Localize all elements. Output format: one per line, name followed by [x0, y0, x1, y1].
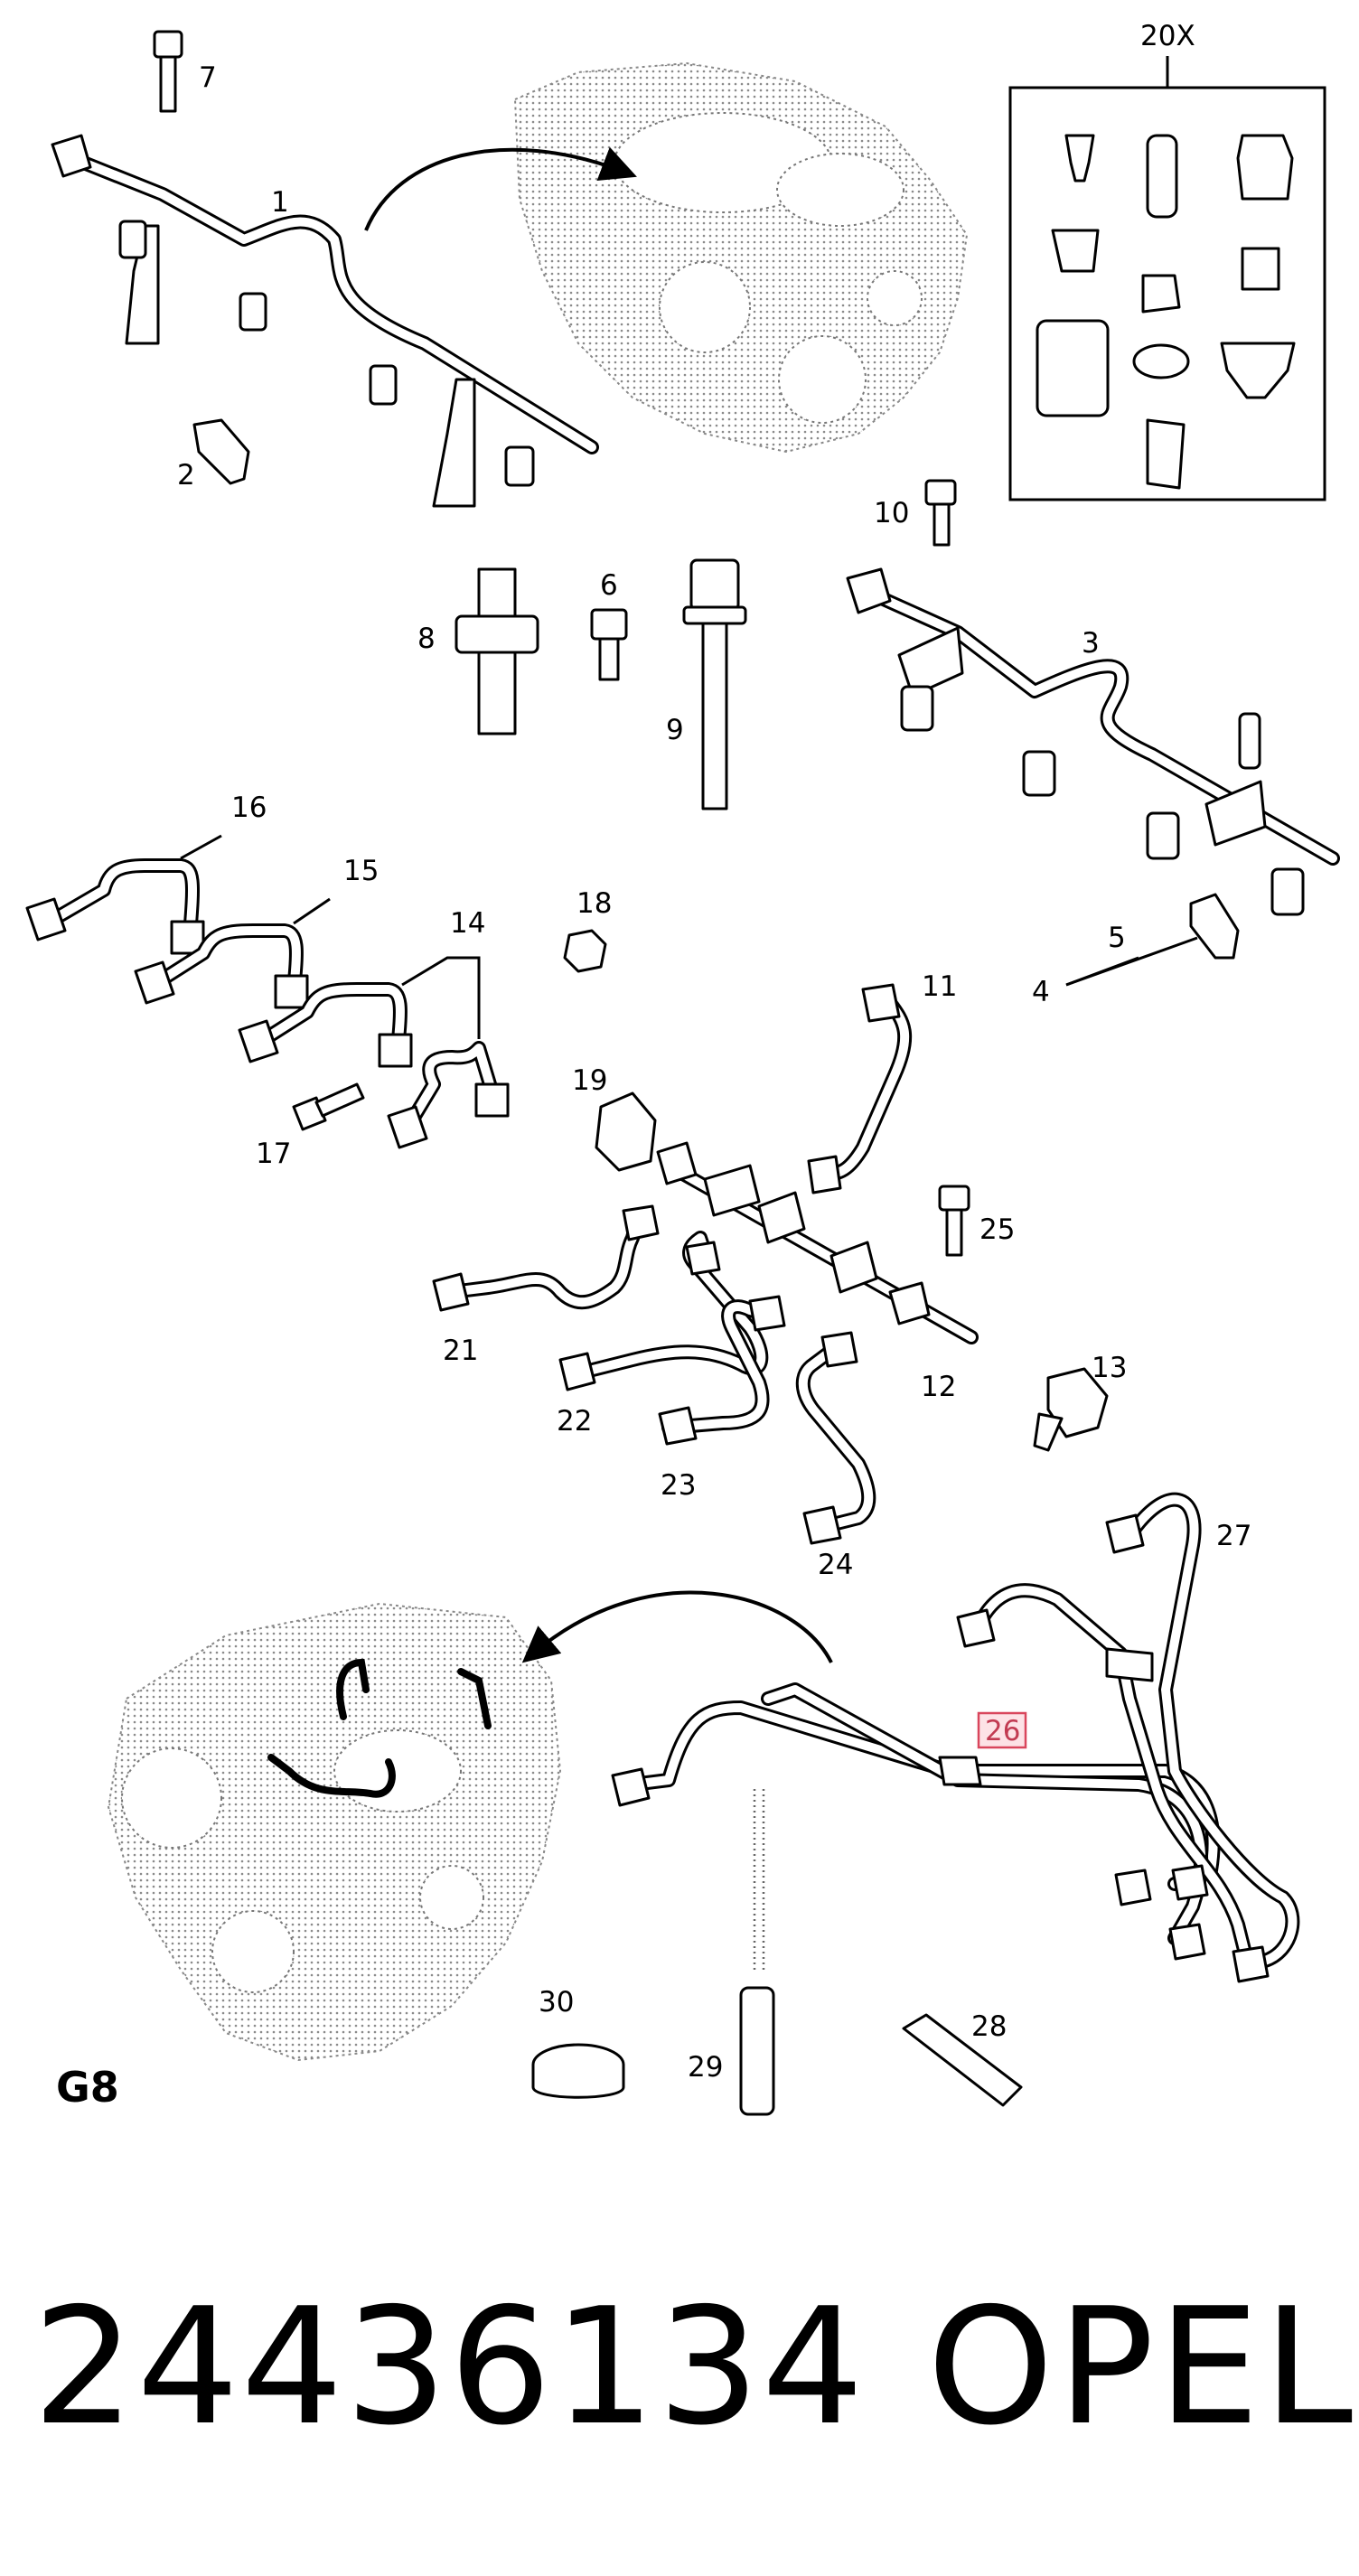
callout-24: 24 [818, 1549, 853, 1581]
part-24-pipe [795, 1331, 876, 1545]
part-12-rail [656, 1141, 979, 1344]
part-18-nut [563, 929, 607, 973]
part-28-stud [902, 2013, 1023, 2107]
part-8-stud [455, 567, 539, 735]
part-21-pipe [432, 1204, 660, 1312]
part-25-bolt [938, 1185, 970, 1257]
part-7-bolt [153, 30, 183, 113]
callout-28: 28 [971, 2010, 1007, 2043]
callout-11: 11 [922, 970, 957, 1003]
callout-16: 16 [231, 792, 267, 824]
callout-21: 21 [443, 1335, 478, 1367]
callout-labels: 1 2 3 4 5 6 7 8 9 10 11 12 13 14 15 16 1… [177, 20, 1251, 2084]
arrow-to-engine-top [364, 146, 637, 231]
callout-9: 9 [666, 714, 684, 746]
part-6-bolt [590, 608, 628, 681]
callout-7: 7 [199, 61, 217, 94]
part-13-sensor [1033, 1367, 1109, 1452]
callout-19: 19 [572, 1064, 607, 1097]
part-14b-pipe [387, 1041, 510, 1149]
leader-16 [180, 834, 222, 860]
part-29-dowel [739, 1789, 775, 2116]
part-16-pipe [25, 858, 205, 955]
callout-8: 8 [417, 623, 436, 655]
callout-5: 5 [1108, 922, 1126, 954]
part-17-bolt [292, 1082, 365, 1131]
callout-26: 26 [985, 1715, 1020, 1747]
leader-4b [1065, 956, 1139, 987]
callout-12: 12 [921, 1371, 956, 1403]
callout-10: 10 [874, 497, 909, 529]
part-11-pipe [807, 983, 913, 1194]
callout-2: 2 [177, 459, 195, 492]
part-10-bolt [924, 479, 957, 547]
callout-15: 15 [343, 855, 379, 887]
part-23-pipe [658, 1295, 786, 1446]
engine-illustration-top [513, 61, 969, 454]
callout-1: 1 [271, 186, 289, 219]
footer: 24436134 OPEL [0, 2277, 1359, 2458]
callout-17: 17 [256, 1138, 291, 1170]
callout-27: 27 [1216, 1520, 1251, 1552]
engine-illustration-bottom [107, 1602, 562, 2062]
part-5-fitting [1189, 893, 1240, 960]
kit-20x-box [1008, 56, 1326, 501]
part-number: 24436134 [33, 2273, 866, 2460]
callout-23: 23 [661, 1469, 696, 1502]
callout-4: 4 [1032, 976, 1050, 1008]
part-14-pipe [238, 982, 413, 1068]
part-2-fitting [192, 418, 250, 485]
callout-3: 3 [1082, 627, 1100, 660]
part-1-fuel-rail [51, 134, 599, 508]
callout-6: 6 [600, 569, 618, 602]
callout-18: 18 [576, 887, 612, 920]
brand-name: OPEL [927, 2273, 1357, 2460]
part-30-ring [531, 2043, 625, 2099]
callout-13: 13 [1092, 1352, 1127, 1384]
callout-14: 14 [450, 907, 485, 940]
callout-26-highlight [977, 1711, 1027, 1749]
callout-29: 29 [688, 2051, 723, 2084]
callout-30: 30 [539, 1986, 574, 2019]
part-3-fuel-rail [846, 567, 1340, 916]
group-label: G8 [56, 2063, 119, 2112]
part-26-pipe-harness [611, 1492, 1300, 1983]
kit-label: 20X [1140, 20, 1195, 52]
part-15-pipe [134, 923, 309, 1009]
leader-15 [293, 897, 331, 925]
callout-22: 22 [557, 1405, 592, 1438]
leader-14 [401, 956, 481, 1039]
part-19-cap [595, 1091, 657, 1172]
parts-diagram: 1 2 3 4 5 6 7 8 9 10 11 12 13 14 15 16 1… [25, 20, 1340, 2116]
arrow-to-engine-bottom [521, 1590, 833, 1663]
callout-25: 25 [979, 1213, 1015, 1246]
part-9-long-bolt [682, 558, 747, 810]
